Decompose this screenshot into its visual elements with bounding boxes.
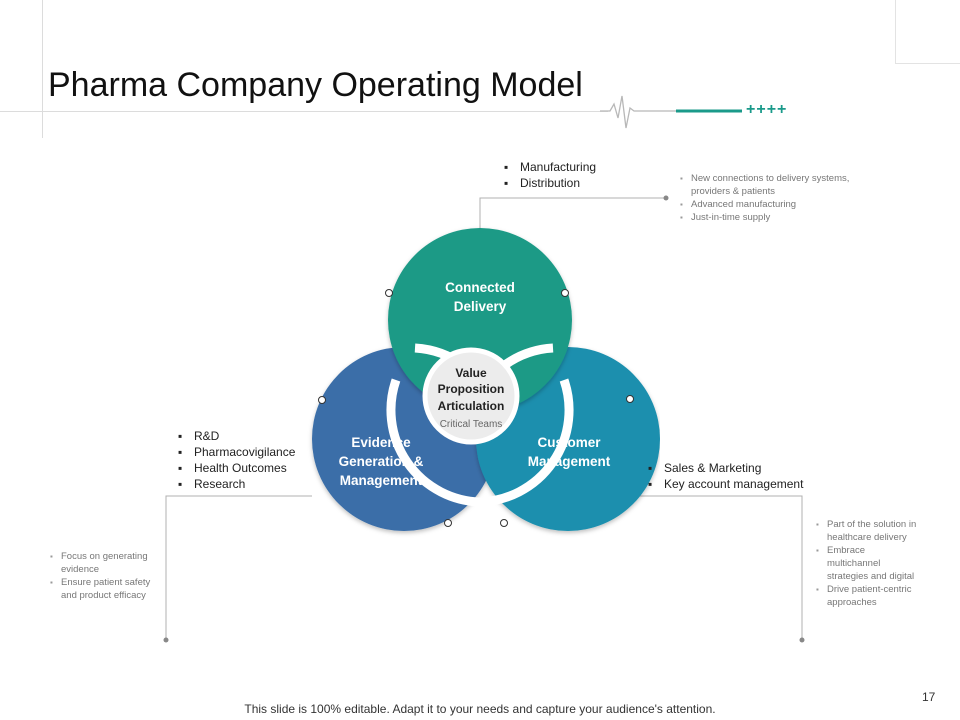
list-item: New connections to delivery systems, pro… (680, 172, 870, 198)
list-right-main: Sales & MarketingKey account management (648, 460, 803, 492)
connector-dot-right (799, 637, 805, 643)
list-item: Health Outcomes (178, 460, 295, 476)
title-underline (0, 111, 608, 112)
list-item: Drive patient-centric approaches (816, 583, 920, 609)
list-top-main: ManufacturingDistribution (504, 159, 596, 191)
list-top-detail: New connections to delivery systems, pro… (680, 172, 870, 224)
list-item: R&D (178, 428, 295, 444)
label-evidence-3: Management (340, 473, 423, 488)
list-item: Research (178, 476, 295, 492)
label-customer-1: Customer (537, 435, 601, 450)
list-item: Ensure patient safety and product effica… (50, 576, 162, 602)
marker-dot (444, 519, 452, 527)
list-right-detail: Part of the solution in healthcare deliv… (816, 518, 920, 609)
list-item: Distribution (504, 175, 596, 191)
footer-note: This slide is 100% editable. Adapt it to… (244, 702, 716, 716)
page-title: Pharma Company Operating Model (48, 66, 583, 104)
center-disk (422, 347, 520, 445)
page-number: 17 (922, 690, 936, 704)
marker-dot (385, 289, 393, 297)
plus-marks: ++++ (746, 101, 788, 118)
marker-dot (626, 395, 634, 403)
center-subtitle: Critical Teams (440, 419, 503, 430)
list-item: Part of the solution in healthcare deliv… (816, 518, 920, 544)
center-title-1: Value (455, 366, 487, 380)
list-item: Embrace multichannel strategies and digi… (816, 544, 920, 583)
list-item: Advanced manufacturing (680, 198, 870, 211)
heartbeat-line-icon (600, 95, 742, 129)
marker-dot (318, 396, 326, 404)
frame-vertical-line (42, 0, 43, 138)
list-item: Pharmacovigilance (178, 444, 295, 460)
marker-dot (500, 519, 508, 527)
label-evidence-1: Evidence (351, 435, 411, 450)
list-left-main: R&DPharmacovigilanceHealth OutcomesResea… (178, 428, 295, 492)
list-left-detail: Focus on generating evidenceEnsure patie… (50, 550, 162, 602)
list-item: Manufacturing (504, 159, 596, 175)
marker-dot (561, 289, 569, 297)
list-item: Just-in-time supply (680, 211, 870, 224)
center-title-3: Articulation (438, 399, 505, 413)
list-item: Sales & Marketing (648, 460, 803, 476)
list-item: Focus on generating evidence (50, 550, 162, 576)
corner-box (895, 0, 960, 64)
label-evidence-2: Generation & (339, 454, 424, 469)
venn-diagram: Connected Delivery Evidence Generation &… (312, 228, 660, 531)
center-title-2: Proposition (438, 382, 505, 396)
label-connected-2: Delivery (454, 299, 507, 314)
connector-dot-left (163, 637, 169, 643)
label-connected-1: Connected (445, 280, 515, 295)
connector-dot-top (663, 195, 669, 201)
label-customer-2: Management (528, 454, 611, 469)
list-item: Key account management (648, 476, 803, 492)
